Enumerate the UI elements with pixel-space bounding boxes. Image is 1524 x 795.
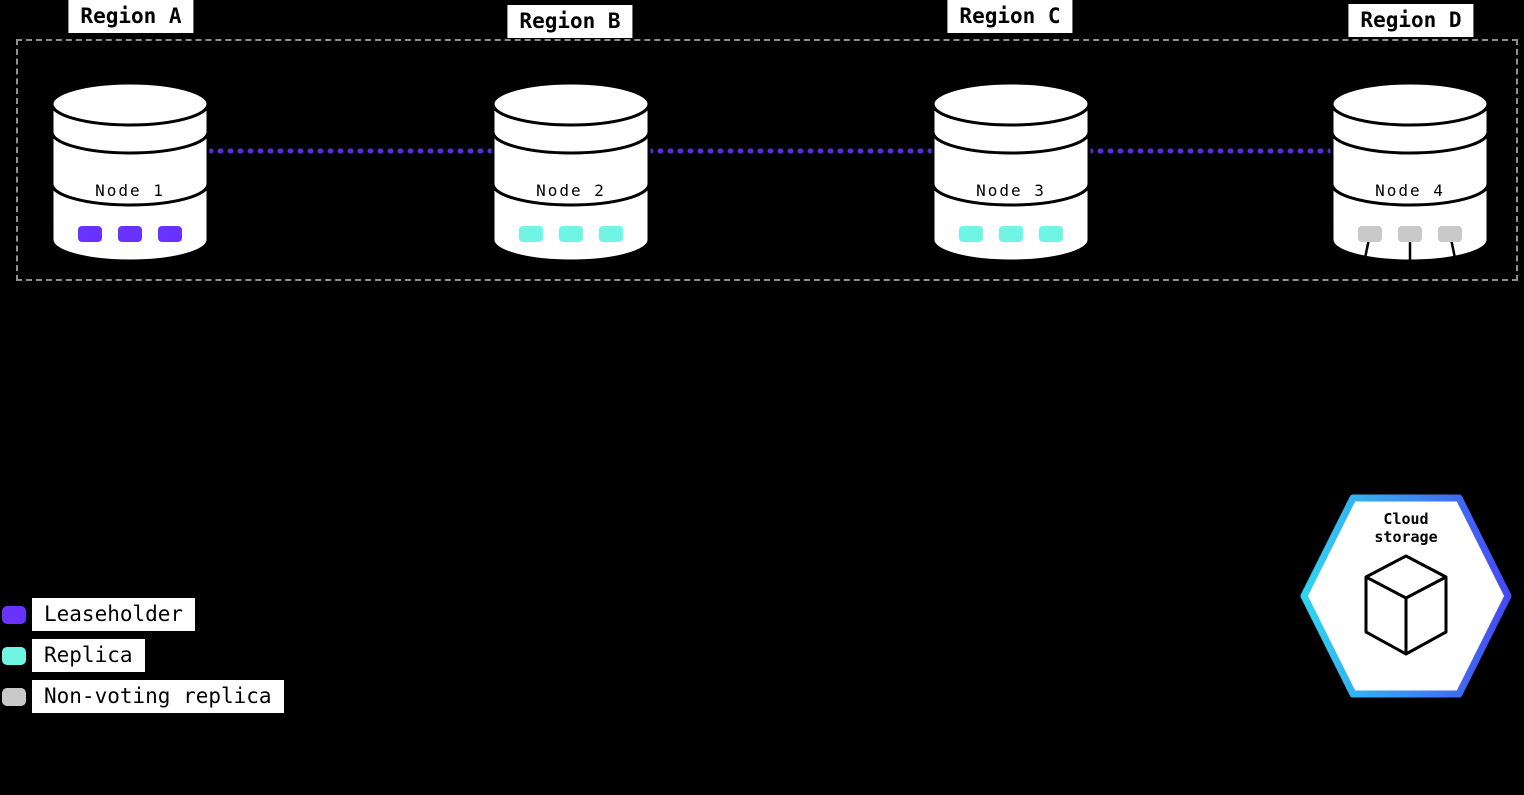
legend-label-non-voting-replica: Non-voting replica xyxy=(32,680,284,713)
database-cylinder-icon: Node 4 xyxy=(1330,81,1490,264)
replica-squares xyxy=(959,226,1063,242)
non-voting-replica-swatch-icon xyxy=(2,687,26,706)
cluster-boundary xyxy=(16,39,1518,281)
non-voting-replica-square xyxy=(1438,226,1462,242)
cylinder-band xyxy=(50,183,210,207)
leaseholder-square xyxy=(78,226,102,242)
non-voting-replica-square xyxy=(1358,226,1382,242)
region-label-b: Region B xyxy=(507,5,633,38)
node-label: Node 4 xyxy=(1375,181,1445,200)
cube-icon xyxy=(1364,554,1448,656)
cylinder-top xyxy=(50,81,210,127)
database-cylinder-icon: Node 2 xyxy=(491,81,651,263)
legend: Leaseholder Replica Non-voting replica xyxy=(0,598,284,721)
replica-square xyxy=(599,226,623,242)
node-1-database: Node 1 xyxy=(50,80,210,264)
node-2-database: Node 2 xyxy=(491,80,651,264)
cylinder-top xyxy=(1330,81,1490,127)
leaseholder-squares xyxy=(78,226,182,242)
cloud-storage-hexagon xyxy=(1300,494,1512,698)
cylinder-band xyxy=(491,183,651,207)
node-label: Node 2 xyxy=(536,181,606,200)
replica-square xyxy=(519,226,543,242)
cylinder-band xyxy=(1330,183,1490,207)
leaseholder-square xyxy=(158,226,182,242)
database-cylinder-icon: Node 1 xyxy=(50,81,210,263)
cylinder-band xyxy=(931,183,1091,207)
cloud-storage: Cloud storage xyxy=(1300,494,1512,702)
legend-item-replica: Replica xyxy=(0,639,284,672)
legend-item-leaseholder: Leaseholder xyxy=(0,598,284,631)
replica-squares xyxy=(519,226,623,242)
node-3-database: Node 3 xyxy=(931,80,1091,264)
leaseholder-swatch-icon xyxy=(2,605,26,624)
legend-item-non-voting-replica: Non-voting replica xyxy=(0,680,284,713)
replica-square xyxy=(999,226,1023,242)
node-label: Node 1 xyxy=(95,181,165,200)
region-label-a: Region A xyxy=(68,0,194,33)
replica-square xyxy=(959,226,983,242)
replica-swatch-icon xyxy=(2,646,26,665)
cloud-storage-label-line2: storage xyxy=(1374,528,1437,546)
replica-square xyxy=(1039,226,1063,242)
cylinder-top xyxy=(931,81,1091,127)
replica-square xyxy=(559,226,583,242)
cloud-storage-icon: Cloud storage xyxy=(1300,494,1512,698)
non-voting-replica-square xyxy=(1398,226,1422,242)
leaseholder-square xyxy=(118,226,142,242)
node-4-database: Node 4 xyxy=(1330,80,1490,264)
node-label: Node 3 xyxy=(976,181,1046,200)
legend-label-leaseholder: Leaseholder xyxy=(32,598,196,631)
cloud-storage-label-line1: Cloud xyxy=(1383,510,1428,528)
cylinder-top xyxy=(491,81,651,127)
region-label-c: Region C xyxy=(947,0,1073,33)
region-label-d: Region D xyxy=(1348,4,1474,37)
non-voting-replica-squares xyxy=(1358,226,1462,242)
database-cylinder-icon: Node 3 xyxy=(931,81,1091,263)
legend-label-replica: Replica xyxy=(32,639,145,672)
